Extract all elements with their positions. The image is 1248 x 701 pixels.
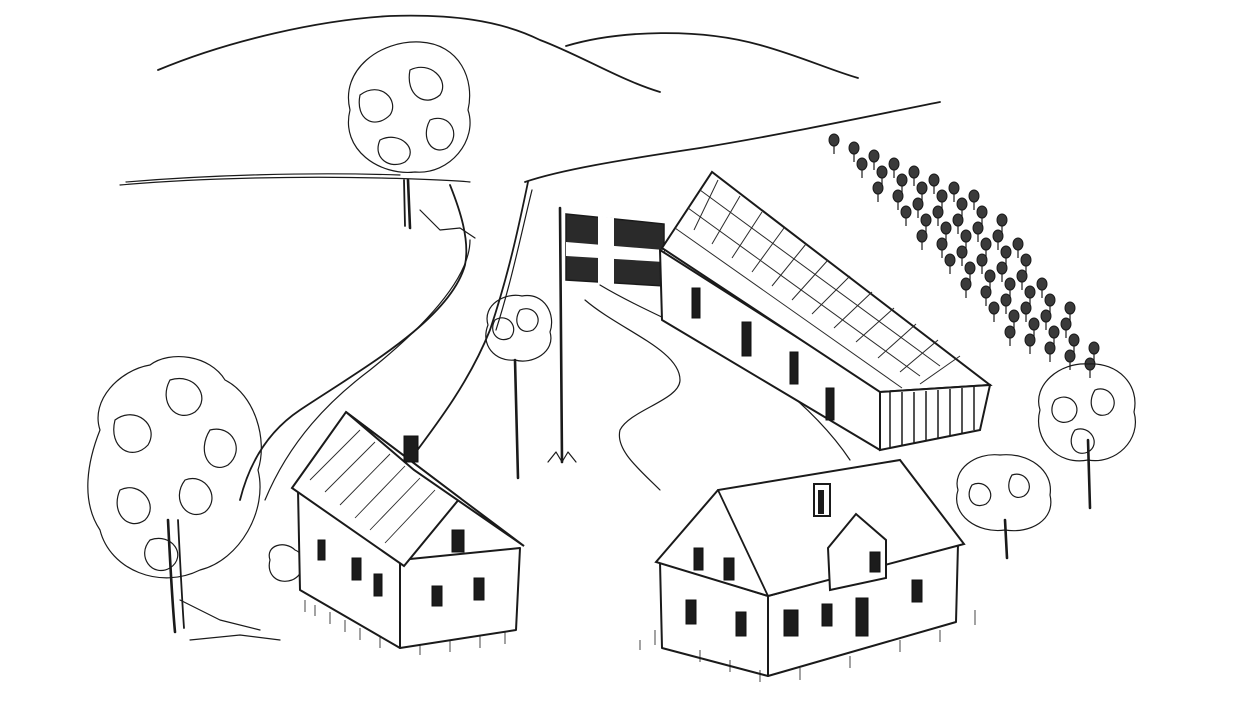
orchard-tree <box>940 221 952 242</box>
house-left <box>290 410 525 655</box>
tree-left <box>87 356 281 641</box>
orchard-tree <box>1016 269 1028 290</box>
orchard-tree <box>996 261 1008 282</box>
orchard-tree <box>1004 277 1016 298</box>
orchard-tree <box>944 253 956 274</box>
orchard <box>828 133 1100 378</box>
orchard-tree <box>828 133 840 154</box>
orchard-tree <box>1012 237 1024 258</box>
tree-center <box>485 294 553 480</box>
orchard-tree <box>916 181 928 202</box>
orchard-tree <box>980 285 992 306</box>
orchard-tree <box>1028 317 1040 338</box>
tree-right-large <box>1037 363 1136 510</box>
orchard-tree <box>996 213 1008 234</box>
orchard-tree <box>856 157 868 178</box>
left-road <box>239 184 471 501</box>
orchard-tree <box>848 141 860 162</box>
orchard-tree <box>1084 357 1096 378</box>
orchard-tree <box>1088 341 1100 362</box>
orchard-tree <box>876 165 888 186</box>
orchard-tree <box>1024 333 1036 354</box>
orchard-tree <box>976 253 988 274</box>
orchard-tree <box>960 277 972 298</box>
orchard-tree <box>908 165 920 186</box>
orchard-tree <box>980 237 992 258</box>
orchard-tree <box>1008 309 1020 330</box>
orchard-tree <box>952 213 964 234</box>
hills <box>119 14 859 186</box>
orchard-tree <box>988 301 1000 322</box>
orchard-tree <box>1044 293 1056 314</box>
orchard-tree <box>972 221 984 242</box>
orchard-tree <box>1044 341 1056 362</box>
orchard-tree <box>888 157 900 178</box>
orchard-tree <box>936 237 948 258</box>
danish-flag <box>565 213 665 287</box>
orchard-tree <box>912 197 924 218</box>
orchard-tree <box>892 189 904 210</box>
orchard-tree <box>928 173 940 194</box>
orchard-tree <box>1004 325 1016 346</box>
orchard-tree <box>1000 293 1012 314</box>
orchard-tree <box>976 205 988 226</box>
orchard-tree <box>1020 301 1032 322</box>
orchard-tree <box>872 181 884 202</box>
orchard-tree <box>960 229 972 250</box>
orchard-tree <box>868 149 880 170</box>
orchard-tree <box>948 181 960 202</box>
tree-right-small <box>956 454 1052 560</box>
orchard-tree <box>984 269 996 290</box>
orchard-tree <box>1020 253 1032 274</box>
orchard-tree <box>920 213 932 234</box>
orchard-tree <box>956 197 968 218</box>
orchard-tree <box>956 245 968 266</box>
house-right <box>639 458 976 682</box>
orchard-tree <box>916 229 928 250</box>
orchard-tree <box>932 205 944 226</box>
orchard-tree <box>1060 317 1072 338</box>
flagpole <box>547 206 577 464</box>
orchard-tree <box>900 205 912 226</box>
orchard-tree <box>1040 309 1052 330</box>
orchard-tree <box>1000 245 1012 266</box>
orchard-tree <box>1064 349 1076 370</box>
orchard-tree <box>968 189 980 210</box>
orchard-tree <box>1036 277 1048 298</box>
barn <box>659 170 993 452</box>
orchard-tree <box>992 229 1004 250</box>
tree-top <box>347 41 476 239</box>
